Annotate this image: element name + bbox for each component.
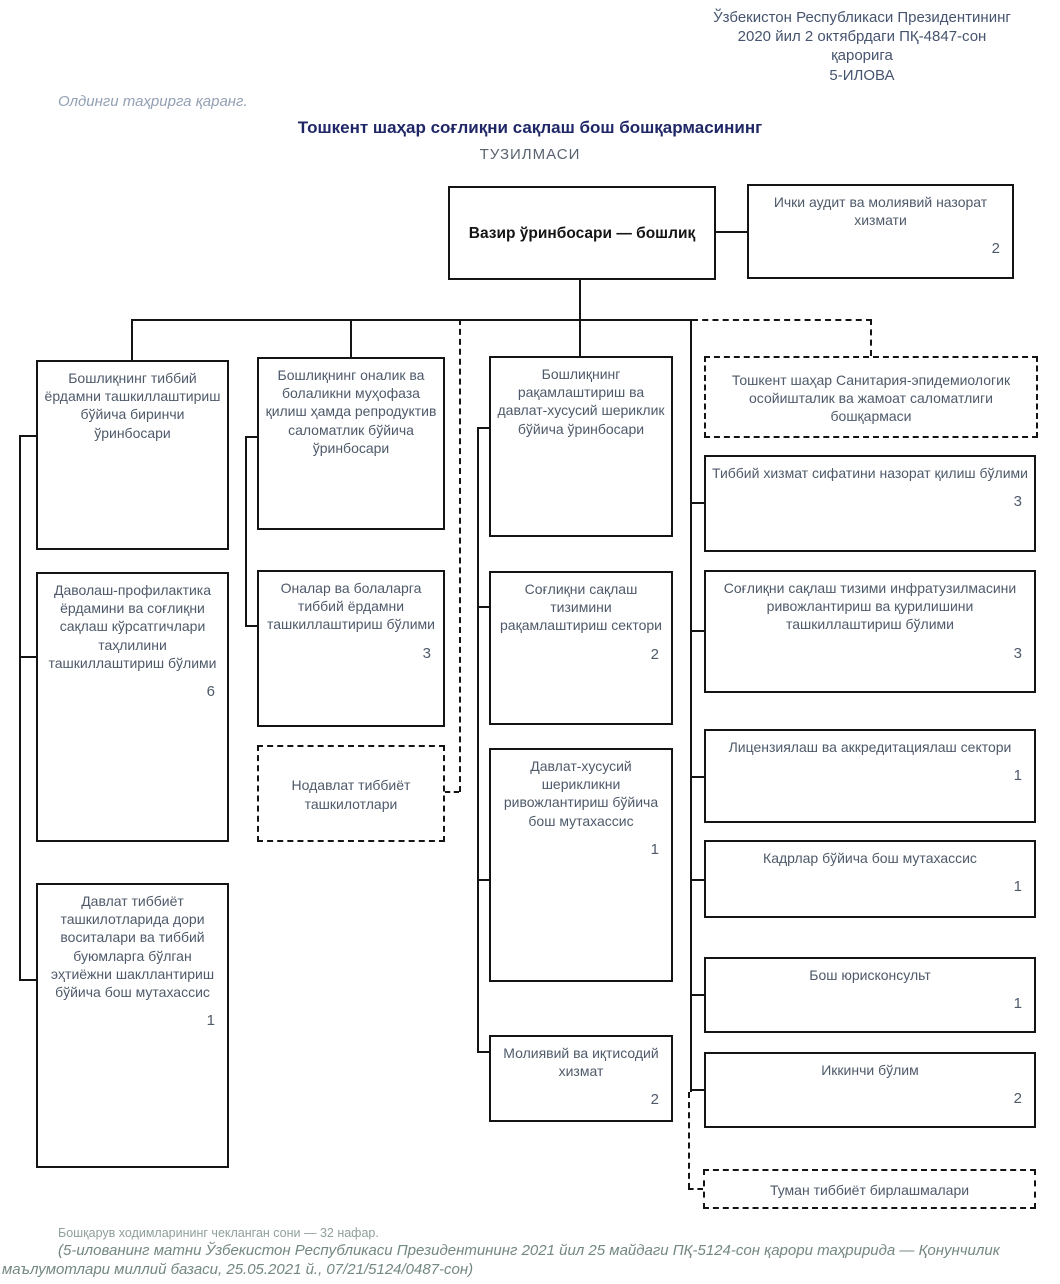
connector-root-audit [716,231,747,233]
org-box-infrastructure-construction-dept: Соғлиқни сақлаш тизими инфратузилмасини … [704,570,1036,693]
staff-count: 1 [206,1012,215,1030]
connector-col3-stub [479,879,489,881]
org-box-label: Давлат тиббиёт ташкилотларида дори восит… [50,893,215,1000]
connector-col3-stub [479,1051,489,1053]
org-box-mothers-children-dept: Оналар ва болаларга тиббий ёрдамни ташки… [257,570,445,727]
staff-count: 2 [650,645,659,663]
connector-col2-stub [247,436,257,438]
connector-nonstate-dashed-h [445,791,459,793]
staff-count: 3 [422,644,431,662]
org-box-label: Ички аудит ва молиявий назорат хизмати [773,194,988,229]
org-box-deputy-maternity-childhood: Бошлиқнинг оналик ва болаликни муҳофаза … [257,357,445,530]
org-box-district-medical-associations: Туман тиббиёт бирлашмалари [703,1169,1036,1209]
org-box-chief-specialist-medicines: Давлат тиббиёт ташкилотларида дори восит… [36,883,229,1168]
connector-col1-stub [21,656,36,658]
org-box-nonstate-medical-orgs: Нодавлат тиббиёт ташкилотлари [257,745,445,842]
connector-col3-stub [479,606,489,608]
connector-col4-stub [692,1089,704,1091]
decree-line: 2020 йил 2 октябрдаги ПҚ-4847-сон [737,28,987,46]
org-box-label: Иккинчи бўлим [821,1062,919,1078]
connector-drop-col3 [579,319,581,356]
org-box-label: Бош юрисконсульт [809,967,931,983]
org-box-second-department: Иккинчи бўлим 2 [704,1052,1036,1128]
decree-line: қарорига [831,47,893,65]
connector-main-bus-dashed [692,319,872,321]
org-box-hr-chief-specialist: Кадрлар бўйича бош мутахассис 1 [704,840,1036,918]
staff-count: 1 [1013,878,1022,896]
org-box-label: Молиявий ва иқтисодий хизмат [503,1045,659,1080]
connector-root-drop [579,280,581,319]
org-box-label: Бошлиқнинг оналик ва болаликни муҳофаза … [265,367,437,456]
connector-drop-col2 [350,319,352,357]
org-box-ppp-chief-specialist: Давлат-хусусий шерикликни ривожлантириш … [489,748,673,982]
connector-col2-spine [245,436,247,627]
org-box-label: Оналар ва болаларга тиббий ёрдамни ташки… [267,580,435,633]
page-subtitle: ТУЗИЛМАСИ [479,146,581,163]
org-box-first-deputy-medical-care: Бошлиқнинг тиббий ёрдамни ташкиллаштириш… [36,360,229,550]
decree-line: Ўзбекистон Республикаси Президентининг [713,9,1011,26]
org-box-label: Тошкент шаҳар Санитария-эпидемиологик ос… [731,371,1011,425]
org-box-financial-economic-service: Молиявий ва иқтисодий хизмат 2 [489,1035,673,1122]
footer-legal-note: (5-илованинг матни Ўзбекистон Республика… [2,1242,1000,1279]
staff-count: 6 [206,682,215,700]
connector-main-bus [131,319,692,321]
connector-drop-col1 [131,319,133,360]
staff-count: 2 [1013,1090,1022,1108]
decree-line: 5-ИЛОВА [829,66,895,84]
staff-count: 1 [650,840,659,858]
connector-nonstate-dashed-v [459,319,461,792]
org-box-label: Соғлиқни сақлаш тизимини рақамлаштириш с… [500,581,662,634]
org-box-label: Туман тиббиёт бирлашмалари [769,1181,970,1198]
org-box-digitalization-sector: Соғлиқни сақлаш тизимини рақамлаштириш с… [489,571,673,725]
connector-col4-stub [692,879,704,881]
connector-col3-stub [479,427,489,429]
connector-col2-stub [247,625,257,627]
org-box-label: Нодавлат тиббиёт ташкилотлари [291,777,411,812]
org-box-licensing-accreditation-sector: Лицензиялаш ва аккредитациялаш сектори 1 [704,729,1036,823]
connector-col4-stub [692,994,704,996]
org-box-internal-audit: Ички аудит ва молиявий назорат хизмати 2 [747,184,1014,279]
org-box-chief-legal-counsel: Бош юрисконсульт 1 [704,957,1036,1033]
staff-count: 3 [1013,644,1022,662]
connector-col4-stub [692,502,704,504]
org-box-deputy-digitalization-ppp: Бошлиқнинг рақамлаштириш ва давлат-хусус… [489,356,673,537]
connector-col1-stub [21,979,36,981]
org-box-label: Даволаш-профилактика ёрдамини ва соғлиқн… [48,582,217,671]
org-box-label: Лицензиялаш ва аккредитациялаш сектори [728,739,1012,755]
connector-col4-stub [692,630,704,632]
org-box-medical-quality-control-dept: Тиббий хизмат сифатини назорат қилиш бўл… [704,455,1036,552]
page-title: Тошкент шаҳар соғлиқни сақлаш бош бошқар… [297,118,763,137]
decree-reference: Ўзбекистон Республикаси Президентининг 2… [682,8,1042,85]
connector-col4-spine [690,319,692,1092]
connector-col1-spine [19,435,21,981]
staff-count: 2 [991,240,1000,258]
previous-edition-note: Олдинги таҳрирга қаранг. [58,93,248,110]
org-box-label: Давлат-хусусий шерикликни ривожлантириш … [503,758,659,829]
org-box-deputy-minister-head: Вазир ўринбосари — бошлиқ [448,186,716,280]
org-box-label: Вазир ўринбосари — бошлиқ [468,224,696,242]
staff-count: 3 [1013,493,1022,511]
staff-count: 1 [1013,767,1022,785]
connector-drop-col4-dashed [870,319,872,356]
org-box-sanitary-epidemiological-dept: Тошкент шаҳар Санитария-эпидемиологик ос… [704,356,1038,438]
org-box-treatment-prophylactic-dept: Даволаш-профилактика ёрдамини ва соғлиқн… [36,572,229,842]
connector-col1-stub [21,435,36,437]
org-box-label: Кадрлар бўйича бош мутахассис [763,850,977,866]
connector-district-dashed-v [688,1092,690,1189]
org-box-label: Соғлиқни сақлаш тизими инфратузилмасини … [723,580,1017,633]
staff-count: 1 [1013,995,1022,1013]
staff-count: 2 [650,1091,659,1109]
footer-staff-limit-note: Бошқарув ходимларининг чекланган сони — … [58,1226,379,1240]
connector-district-dashed-h [688,1188,703,1190]
connector-col3-spine [477,427,479,1053]
org-box-label: Бошлиқнинг тиббий ёрдамни ташкиллаштириш… [44,370,221,441]
connector-col4-stub [692,776,704,778]
org-box-label: Бошлиқнинг рақамлаштириш ва давлат-хусус… [497,366,665,437]
org-box-label: Тиббий хизмат сифатини назорат қилиш бўл… [712,465,1028,481]
